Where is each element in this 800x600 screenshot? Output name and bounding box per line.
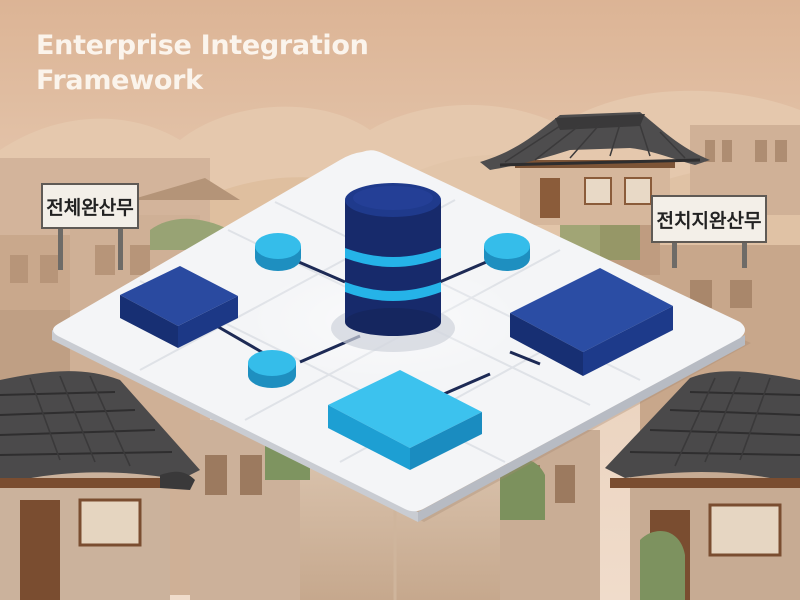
connector-dot-icon — [255, 233, 301, 271]
server-block-icon — [510, 268, 673, 376]
hanok-house-top — [480, 112, 710, 225]
signboard-icon — [41, 183, 139, 229]
connector-dot-icon — [248, 350, 296, 388]
connector-dots — [248, 233, 530, 388]
hanok-house-left — [0, 371, 200, 600]
signboard-left: 전체완산무 — [41, 183, 139, 270]
street — [245, 460, 560, 600]
signboard-right: 전치지완산무 — [651, 195, 767, 268]
page-title: Enterprise Integration Framework — [36, 28, 456, 98]
sign-left-text: 전체완산무 — [46, 197, 133, 219]
hanok-house-right — [605, 371, 800, 600]
server-block-icon — [328, 370, 482, 470]
database-icon — [331, 183, 455, 352]
server-block-icon — [120, 266, 238, 348]
connector-dot-icon — [484, 233, 530, 271]
title-line-2: Framework — [36, 65, 203, 96]
title-line-1: Enterprise Integration — [36, 30, 369, 61]
sign-right-text: 전치지완산무 — [657, 210, 762, 232]
hanok-roof-icon — [480, 112, 710, 170]
